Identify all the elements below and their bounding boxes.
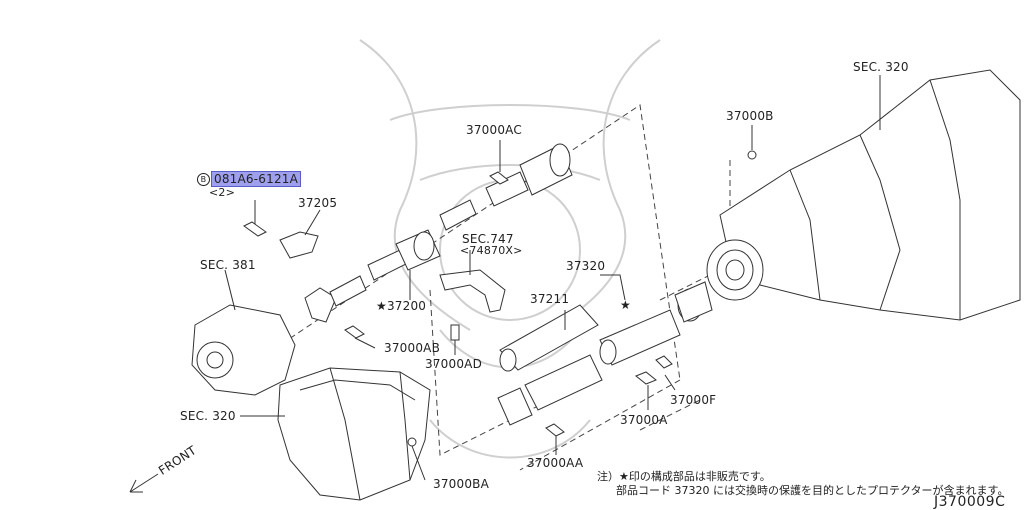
sec-747-sub-label: <74870X> <box>460 244 523 257</box>
diagram-code: J370009C <box>934 494 1006 510</box>
quantity-label: <2> <box>209 186 236 199</box>
part-label-37000AA[interactable]: 37000AA <box>527 456 584 470</box>
leader-lines <box>224 75 881 481</box>
bell-housing <box>277 367 431 501</box>
fasteners <box>243 171 673 437</box>
part-label-37000AB[interactable]: 37000AB <box>384 341 441 355</box>
part-label-37205[interactable]: 37205 <box>298 196 338 210</box>
bracket-37205 <box>279 231 319 259</box>
note-line-1: 注）★印の構成部品は非販売です。 <box>597 470 771 483</box>
front-arrow-icon <box>129 473 159 493</box>
highlighted-part-number[interactable]: 081A6-6121A <box>211 171 302 187</box>
part-label-37000AD[interactable]: 37000AD <box>425 357 483 371</box>
rear-propeller-shaft <box>497 281 713 426</box>
part-label-37000BA[interactable]: 37000BA <box>433 477 490 491</box>
front-propeller-shaft <box>304 143 573 323</box>
bolt-marker-icon: B <box>197 173 210 186</box>
part-label-37000F[interactable]: 37000F <box>670 393 717 407</box>
part-label-37320[interactable]: 37320 <box>566 259 606 273</box>
part-label-37000A[interactable]: 37000A <box>620 413 668 427</box>
sec-label-747[interactable]: SEC.747 <box>462 232 514 246</box>
part-label-37000AC[interactable]: 37000AC <box>466 123 522 137</box>
transfer-case <box>706 69 1021 321</box>
part-label-37200[interactable]: ★37200 <box>376 299 427 313</box>
sec-label-381[interactable]: SEC. 381 <box>200 258 256 272</box>
note-line-2: 部品コード 37320 には交換時の保護を目的としたプロテクターが含まれます。 <box>616 484 1009 497</box>
center-bearing-bracket <box>439 269 506 313</box>
star-marker: ★ <box>620 298 631 312</box>
part-label-37000B[interactable]: 37000B <box>726 109 774 123</box>
sec-label-320-top[interactable]: SEC. 320 <box>853 60 909 74</box>
part-label-37211[interactable]: 37211 <box>530 292 570 306</box>
differential-housing <box>191 304 296 396</box>
sec-label-320-left[interactable]: SEC. 320 <box>180 409 236 423</box>
